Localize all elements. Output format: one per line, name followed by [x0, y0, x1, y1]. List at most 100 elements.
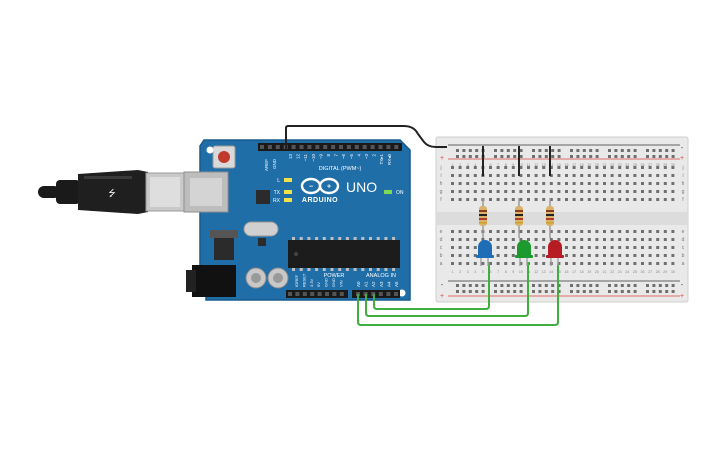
breadboard-hole[interactable]	[656, 262, 660, 265]
breadboard-hole[interactable]	[557, 155, 561, 158]
breadboard-hole[interactable]	[618, 198, 622, 201]
breadboard-hole[interactable]	[618, 166, 622, 169]
breadboard-hole[interactable]	[665, 155, 669, 158]
breadboard-hole[interactable]	[627, 284, 631, 287]
breadboard-hole[interactable]	[625, 182, 629, 185]
breadboard-hole[interactable]	[587, 246, 591, 249]
breadboard-hole[interactable]	[538, 290, 542, 293]
breadboard-hole[interactable]	[614, 290, 618, 293]
breadboard-hole[interactable]	[603, 238, 606, 241]
breadboard-hole[interactable]	[519, 174, 523, 177]
breadboard-hole[interactable]	[534, 238, 538, 241]
breadboard-hole[interactable]	[519, 284, 523, 287]
breadboard-hole[interactable]	[641, 166, 644, 169]
breadboard-hole[interactable]	[582, 284, 586, 287]
breadboard-hole[interactable]	[587, 174, 591, 177]
breadboard-hole[interactable]	[557, 190, 561, 193]
breadboard-hole[interactable]	[538, 155, 542, 158]
header-pin[interactable]	[378, 292, 383, 296]
breadboard-hole[interactable]	[665, 284, 669, 287]
breadboard-hole[interactable]	[542, 182, 546, 185]
breadboard-hole[interactable]	[557, 198, 561, 201]
breadboard-hole[interactable]	[648, 166, 652, 169]
breadboard-hole[interactable]	[456, 284, 459, 287]
header-pin[interactable]	[288, 292, 292, 296]
breadboard-hole[interactable]	[646, 149, 649, 152]
breadboard-hole[interactable]	[671, 174, 675, 177]
breadboard-hole[interactable]	[496, 262, 500, 265]
breadboard-hole[interactable]	[451, 230, 454, 233]
breadboard-hole[interactable]	[489, 166, 492, 169]
breadboard-hole[interactable]	[663, 182, 667, 185]
breadboard-hole[interactable]	[494, 149, 497, 152]
breadboard-hole[interactable]	[610, 198, 614, 201]
breadboard-hole[interactable]	[513, 149, 517, 152]
breadboard-hole[interactable]	[595, 262, 599, 265]
breadboard-hole[interactable]	[534, 230, 538, 233]
breadboard-hole[interactable]	[656, 190, 660, 193]
breadboard-hole[interactable]	[610, 246, 614, 249]
breadboard-hole[interactable]	[532, 155, 535, 158]
breadboard-hole[interactable]	[641, 190, 644, 193]
breadboard-hole[interactable]	[544, 290, 548, 293]
header-pin[interactable]	[310, 292, 315, 296]
breadboard-hole[interactable]	[489, 174, 492, 177]
breadboard-hole[interactable]	[608, 149, 611, 152]
breadboard-hole[interactable]	[572, 262, 576, 265]
breadboard-hole[interactable]	[582, 290, 586, 293]
breadboard-hole[interactable]	[589, 149, 593, 152]
breadboard-hole[interactable]	[633, 198, 637, 201]
breadboard-hole[interactable]	[610, 190, 614, 193]
breadboard-hole[interactable]	[519, 238, 523, 241]
breadboard-hole[interactable]	[565, 230, 568, 233]
breadboard-hole[interactable]	[595, 284, 599, 287]
breadboard-hole[interactable]	[580, 182, 584, 185]
breadboard-hole[interactable]	[532, 284, 535, 287]
header-pin[interactable]	[394, 292, 398, 296]
breadboard-hole[interactable]	[489, 230, 492, 233]
resistor-2[interactable]	[515, 198, 523, 238]
breadboard-hole[interactable]	[519, 166, 523, 169]
breadboard-hole[interactable]	[648, 254, 652, 257]
breadboard-hole[interactable]	[587, 238, 591, 241]
breadboard-hole[interactable]	[565, 190, 568, 193]
breadboard-hole[interactable]	[519, 262, 523, 265]
header-pin[interactable]	[370, 145, 375, 149]
breadboard-hole[interactable]	[625, 190, 629, 193]
breadboard-hole[interactable]	[580, 238, 584, 241]
breadboard-hole[interactable]	[527, 166, 530, 169]
breadboard-hole[interactable]	[671, 182, 675, 185]
breadboard-hole[interactable]	[551, 149, 555, 152]
breadboard-hole[interactable]	[648, 238, 652, 241]
breadboard-hole[interactable]	[557, 174, 561, 177]
breadboard-hole[interactable]	[458, 246, 462, 249]
led-red[interactable]	[546, 240, 564, 266]
breadboard-hole[interactable]	[519, 290, 523, 293]
breadboard-hole[interactable]	[620, 149, 624, 152]
wire-a1-green-led[interactable]	[365, 262, 529, 317]
breadboard-hole[interactable]	[473, 246, 477, 249]
breadboard-hole[interactable]	[618, 182, 622, 185]
breadboard-hole[interactable]	[603, 262, 606, 265]
breadboard-hole[interactable]	[557, 284, 561, 287]
breadboard-hole[interactable]	[475, 284, 479, 287]
breadboard-hole[interactable]	[511, 198, 515, 201]
breadboard-hole[interactable]	[542, 254, 546, 257]
breadboard-hole[interactable]	[466, 262, 470, 265]
breadboard-hole[interactable]	[489, 238, 492, 241]
breadboard-hole[interactable]	[572, 230, 576, 233]
breadboard-hole[interactable]	[614, 284, 618, 287]
breadboard-hole[interactable]	[572, 238, 576, 241]
wire-gnd-to-rail[interactable]	[285, 125, 447, 150]
breadboard-hole[interactable]	[610, 166, 614, 169]
breadboard-hole[interactable]	[610, 182, 614, 185]
breadboard-hole[interactable]	[504, 190, 508, 193]
header-pin[interactable]	[299, 145, 304, 149]
breadboard-hole[interactable]	[633, 166, 637, 169]
breadboard-hole[interactable]	[572, 198, 576, 201]
breadboard-hole[interactable]	[641, 174, 644, 177]
header-pin[interactable]	[378, 145, 383, 149]
breadboard-hole[interactable]	[641, 246, 644, 249]
breadboard-hole[interactable]	[494, 155, 497, 158]
breadboard-hole[interactable]	[544, 149, 548, 152]
